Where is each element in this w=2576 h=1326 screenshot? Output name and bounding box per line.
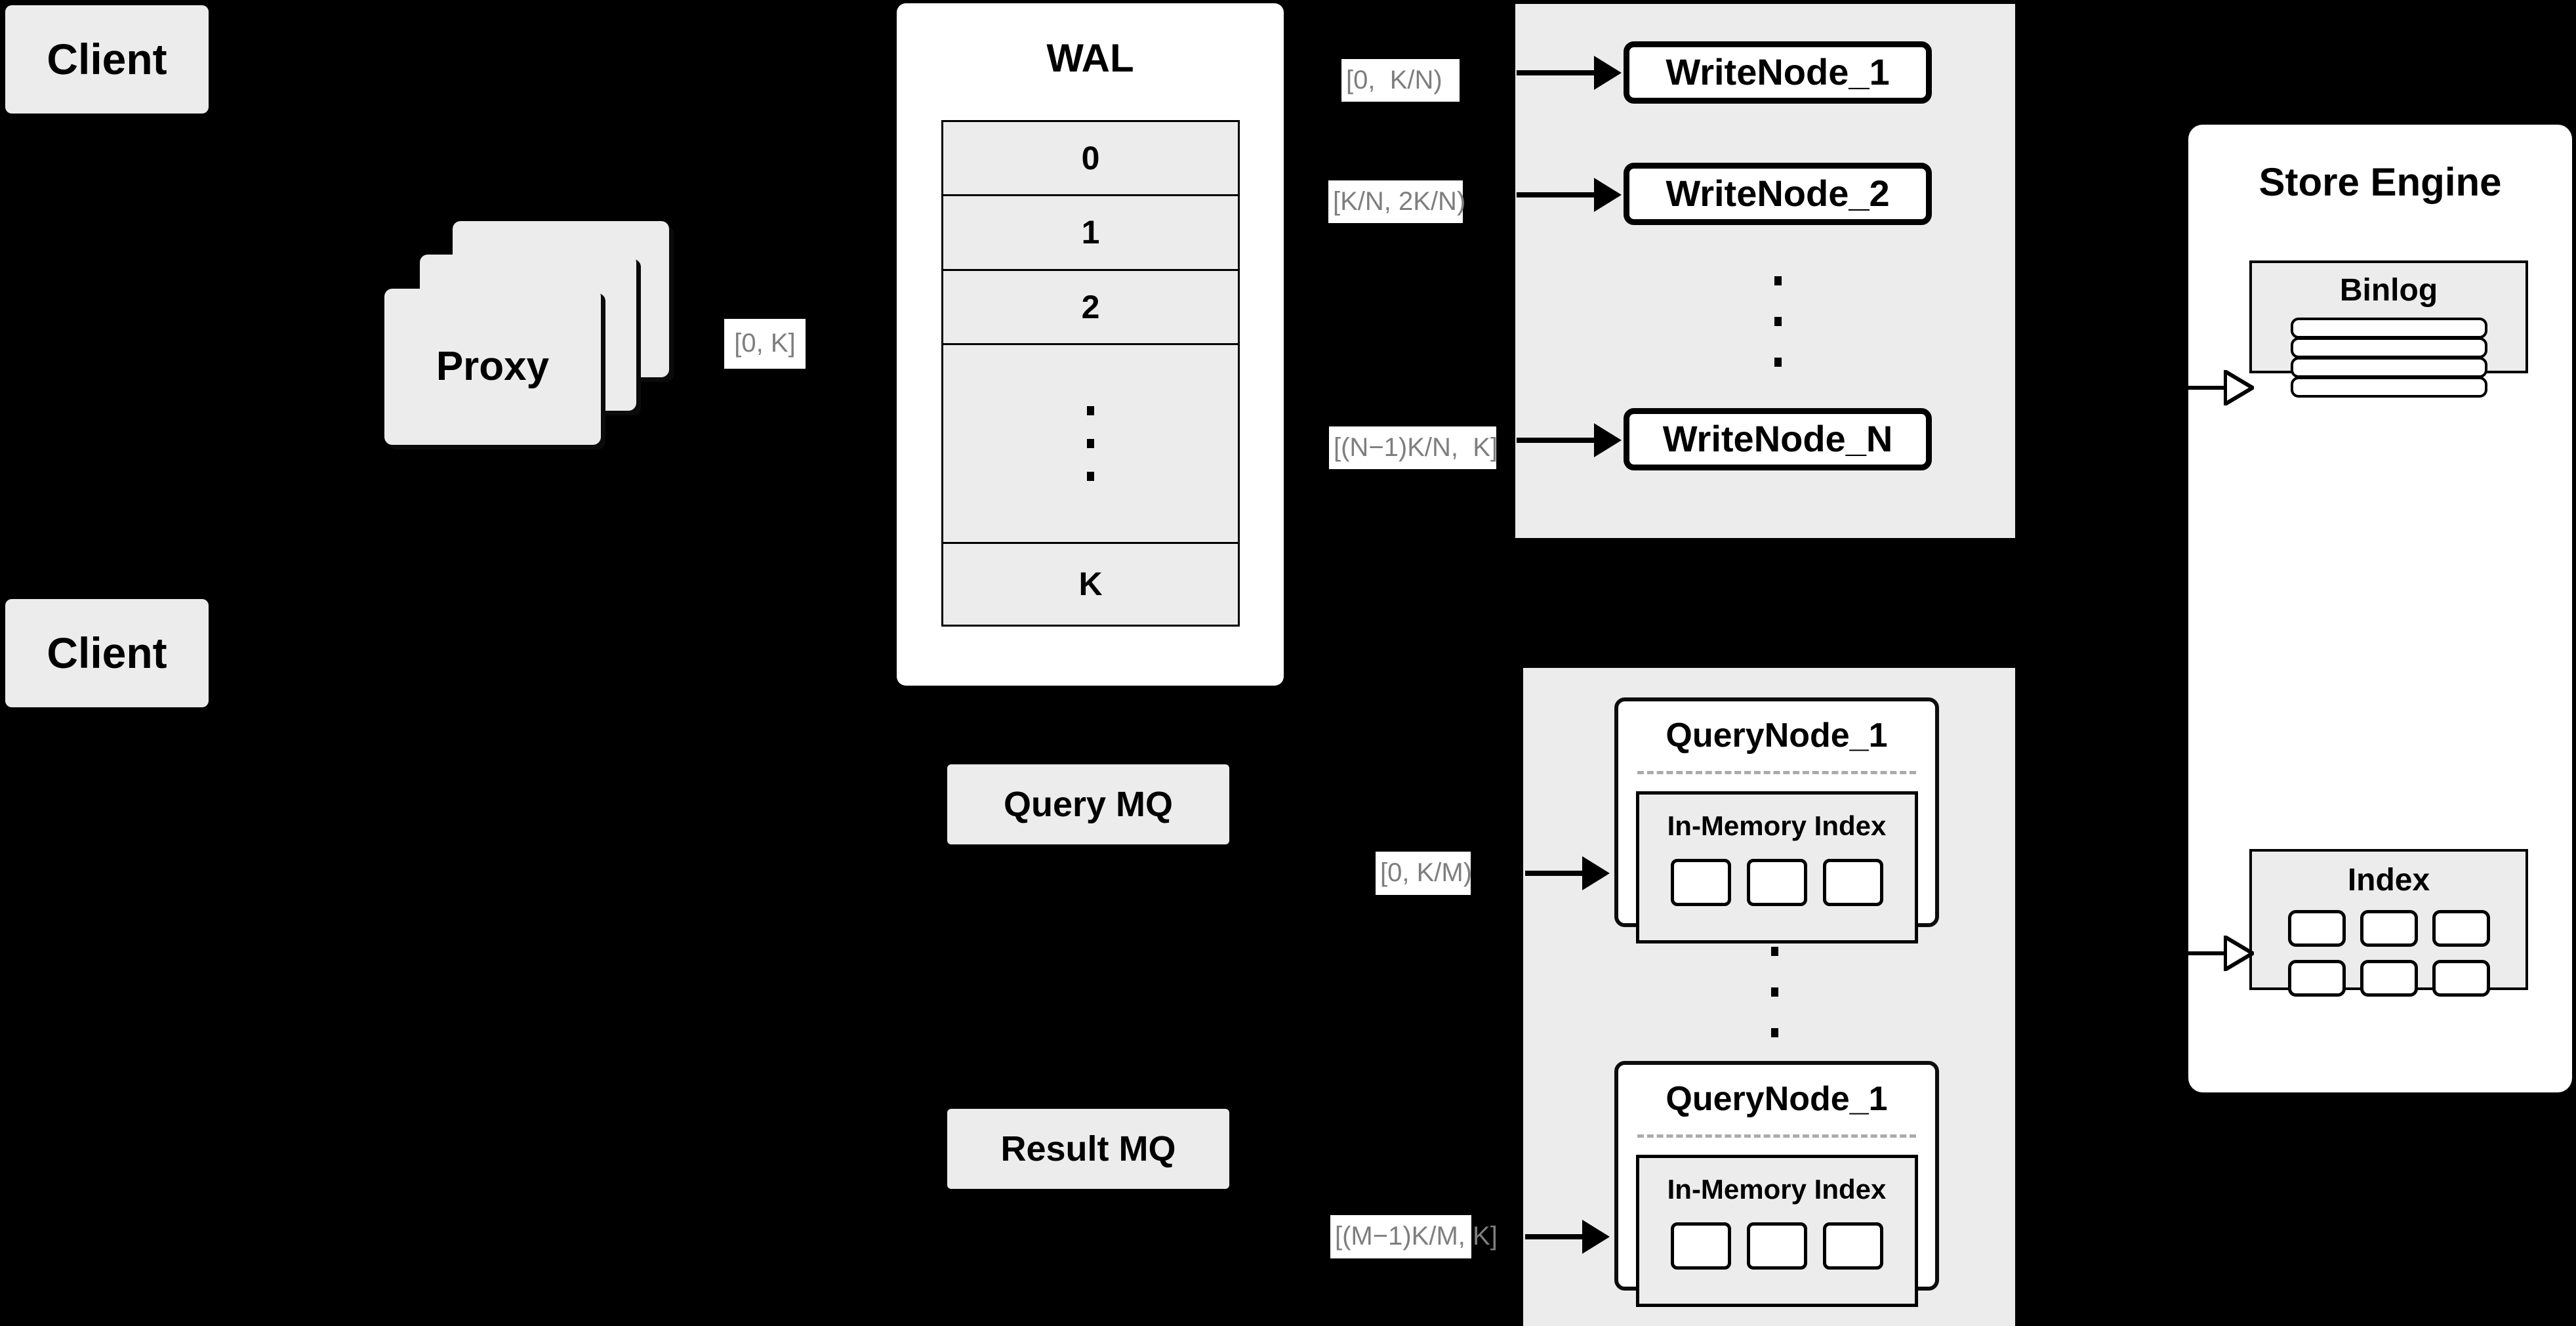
index-cell [2432, 960, 2490, 997]
client-label-2: Client [47, 628, 167, 677]
query-node-2-range-label: [(M−1)K/M, K] [1330, 1215, 1498, 1258]
binlog-bars [2290, 318, 2487, 398]
write-node-2-range-label: [K/N, 2K/N) [1328, 180, 1465, 223]
wal-panel: WAL 0 1 2 K [897, 3, 1284, 686]
binlog-panel: Binlog [2249, 260, 2528, 398]
write-node-2: WriteNode_2 [1624, 163, 1932, 225]
index-cell [1822, 859, 1883, 906]
index-cell [1746, 1222, 1807, 1270]
store-index-title: Index [2347, 863, 2430, 898]
index-cell [1822, 1222, 1883, 1270]
query-node-2: QueryNode_1 In-Memory Index [1614, 1061, 1939, 1307]
query-node-1-arrow-line [1525, 871, 1594, 876]
query-node-1-range-label: [0, K/M) [1376, 852, 1472, 895]
client-label-1: Client [47, 34, 167, 83]
write-node-1-range-label: [0, K/N) [1341, 59, 1460, 102]
query-node-2-in-memory-index: In-Memory Index [1635, 1155, 1918, 1307]
write-node-n-label: WriteNode_N [1662, 418, 1893, 460]
vertical-ellipsis-icon [1087, 405, 1094, 481]
store-index-row-2 [2252, 960, 2525, 997]
store-index-row-1 [2252, 910, 2525, 947]
client-box-2: Client [5, 599, 209, 707]
write-node-2-arrow-line [1517, 192, 1594, 197]
binlog-bar [2290, 377, 2487, 398]
wal-title: WAL [1046, 36, 1134, 80]
store-index-arrow-line [2188, 951, 2227, 955]
store-engine-title: Store Engine [2259, 160, 2502, 204]
query-node-1-in-memory-index: In-Memory Index [1635, 791, 1918, 943]
query-node-1-label: QueryNode_1 [1666, 716, 1888, 755]
wal-row-0: 0 [943, 122, 1238, 197]
query-node-2-arrow-line [1525, 1234, 1594, 1239]
query-node-2-label: QueryNode_1 [1666, 1080, 1888, 1118]
index-cell [1746, 859, 1807, 906]
write-node-1-arrow-head [1594, 56, 1622, 90]
write-node-n-range-label: [(N−1)K/N, K] [1329, 426, 1498, 469]
index-cell [2432, 910, 2490, 947]
query-node-1-arrow-head [1582, 856, 1610, 890]
query-node-2-arrow-head [1582, 1220, 1610, 1254]
binlog-title: Binlog [2339, 273, 2438, 308]
write-cluster-ellipsis-icon [1768, 276, 1788, 367]
proxy-output-range-label: [0, K] [724, 319, 806, 369]
query-node-1-divider [1637, 771, 1917, 774]
wal-table: 0 1 2 K [941, 120, 1240, 627]
binlog-bar [2290, 357, 2487, 378]
write-node-1-arrow-line [1517, 70, 1594, 75]
query-mq-box: Query MQ [947, 764, 1229, 844]
query-cluster-ellipsis-icon [1765, 946, 1784, 1038]
wal-row-2: 2 [943, 270, 1238, 345]
query-node-1-index-title: In-Memory Index [1667, 810, 1887, 841]
query-mq-label: Query MQ [1003, 784, 1174, 824]
write-node-2-label: WriteNode_2 [1666, 173, 1890, 215]
index-cell [2287, 960, 2346, 997]
query-node-2-index-cells [1639, 1222, 1915, 1270]
wal-row-ellipsis [943, 344, 1238, 544]
client-box-1: Client [5, 5, 209, 114]
binlog-bar [2290, 318, 2487, 339]
result-mq-label: Result MQ [1000, 1129, 1176, 1169]
store-index-arrow-head-icon [2223, 933, 2257, 974]
index-cell [1670, 1222, 1731, 1270]
query-node-1-index-cells [1639, 859, 1915, 906]
binlog-bar [2290, 337, 2487, 358]
write-node-2-arrow-head [1594, 178, 1622, 212]
write-node-1: WriteNode_1 [1624, 41, 1932, 104]
write-node-n-arrow-head [1594, 423, 1622, 457]
binlog-arrow-line [2188, 386, 2227, 390]
store-index-panel: Index [2249, 849, 2528, 997]
query-node-2-index-title: In-Memory Index [1667, 1174, 1887, 1205]
index-cell [2360, 960, 2418, 997]
query-node-2-divider [1637, 1134, 1917, 1138]
wal-row-k: K [943, 543, 1238, 625]
store-engine-panel: Store Engine Binlog Index [2188, 125, 2572, 1092]
index-cell [1670, 859, 1731, 906]
proxy-label: Proxy [436, 344, 550, 390]
index-cell [2287, 910, 2346, 947]
index-cell [2360, 910, 2418, 947]
query-node-1: QueryNode_1 In-Memory Index [1614, 697, 1939, 943]
proxy-card-front: Proxy [384, 289, 601, 445]
binlog-arrow-head-icon [2223, 367, 2257, 409]
write-node-n: WriteNode_N [1624, 408, 1932, 470]
wal-row-1: 1 [943, 196, 1238, 271]
result-mq-box: Result MQ [947, 1109, 1229, 1189]
write-node-1-label: WriteNode_1 [1666, 51, 1890, 93]
write-node-n-arrow-line [1517, 438, 1594, 443]
